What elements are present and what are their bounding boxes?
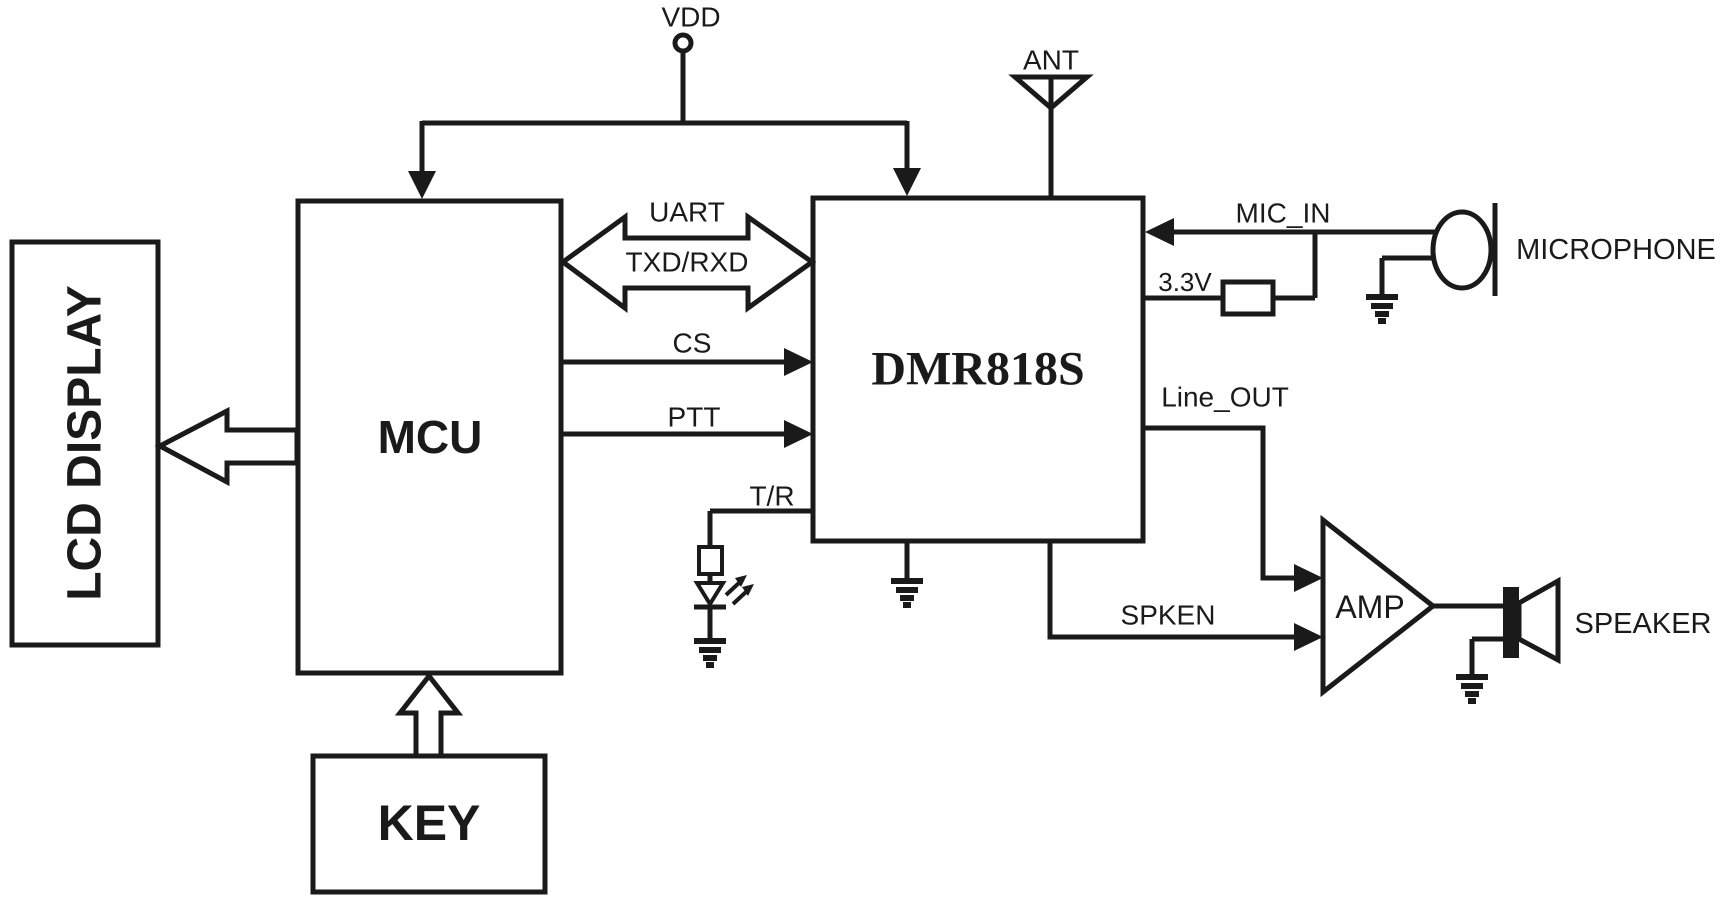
vdd-label: VDD — [661, 2, 720, 33]
amp-triangle — [1320, 514, 1438, 698]
tr-label: T/R — [749, 481, 794, 512]
ground-icon — [1366, 294, 1398, 324]
dmr-ground-net — [891, 541, 923, 608]
speaker-horn-icon — [1516, 576, 1561, 665]
spken-label: SPKEN — [1121, 600, 1216, 631]
line-out-arrowhead — [1294, 564, 1323, 592]
txd-rxd-label: TXD/RXD — [626, 247, 749, 278]
line-out-label: Line_OUT — [1161, 382, 1289, 413]
vdd-terminal-icon — [672, 32, 694, 54]
mcu-to-lcd-arrow — [154, 406, 300, 487]
led-ray-1-head — [735, 575, 747, 587]
spken-arrowhead — [1294, 623, 1323, 651]
ant-label: ANT — [1023, 45, 1079, 76]
uart-double-arrow — [558, 212, 817, 313]
ptt-signal: PTT — [561, 402, 813, 448]
antenna: ANT — [1008, 45, 1094, 198]
lcd-display-label: LCD DISPLAY — [59, 285, 112, 601]
led-ray-2-head — [742, 584, 754, 596]
key-to-mcu-arrow — [394, 671, 464, 759]
mcu-block — [295, 198, 564, 676]
tr-resistor-icon — [697, 545, 724, 576]
dmr818s-block — [810, 195, 1146, 544]
uart-label: UART — [649, 197, 725, 228]
ground-icon — [694, 638, 726, 668]
amplifier: AMP — [1320, 514, 1503, 698]
ground-icon — [1456, 674, 1488, 704]
amp-label: AMP — [1335, 589, 1404, 625]
led-ray-1 — [724, 580, 742, 597]
line-out-wire — [1143, 425, 1298, 581]
led-ray-2 — [731, 589, 749, 606]
ptt-label: PTT — [668, 402, 721, 433]
tr-led-net: T/R — [693, 481, 813, 668]
uart-bus: UART TXD/RXD — [558, 197, 817, 313]
cs-arrowhead — [784, 348, 813, 376]
dmr818s-label: DMR818S — [871, 343, 1084, 396]
speaker-body-icon — [1503, 587, 1519, 658]
v33-label: 3.3V — [1158, 267, 1212, 297]
vdd-arrowhead-mcu — [408, 171, 436, 199]
spken-wire — [1047, 541, 1298, 640]
spken-net: SPKEN — [1047, 541, 1323, 651]
mic-in-net: MIC_IN 3.3V — [1145, 198, 1436, 317]
mic-in-arrowhead — [1145, 218, 1174, 246]
bias-resistor-icon — [1220, 279, 1276, 317]
ground-icon — [891, 578, 923, 608]
ptt-arrowhead — [784, 420, 813, 448]
vdd-arrowhead-dmr — [893, 168, 921, 196]
key-block — [310, 753, 548, 895]
microphone-assembly: MICROPHONE — [1366, 203, 1716, 324]
led-icon — [693, 581, 727, 608]
mcu-label: MCU — [378, 411, 483, 463]
speaker-assembly: SPEAKER — [1456, 576, 1712, 704]
cs-signal: CS — [561, 328, 813, 376]
cs-label: CS — [673, 328, 712, 359]
lcd-display-block — [9, 239, 161, 648]
key-label: KEY — [378, 795, 481, 851]
speaker-label: SPEAKER — [1575, 608, 1712, 640]
vdd-net: VDD — [408, 2, 921, 199]
mic-in-label: MIC_IN — [1236, 198, 1331, 229]
microphone-label: MICROPHONE — [1516, 234, 1716, 266]
microphone-icon — [1430, 209, 1494, 291]
line-out-net: Line_OUT — [1143, 382, 1323, 592]
